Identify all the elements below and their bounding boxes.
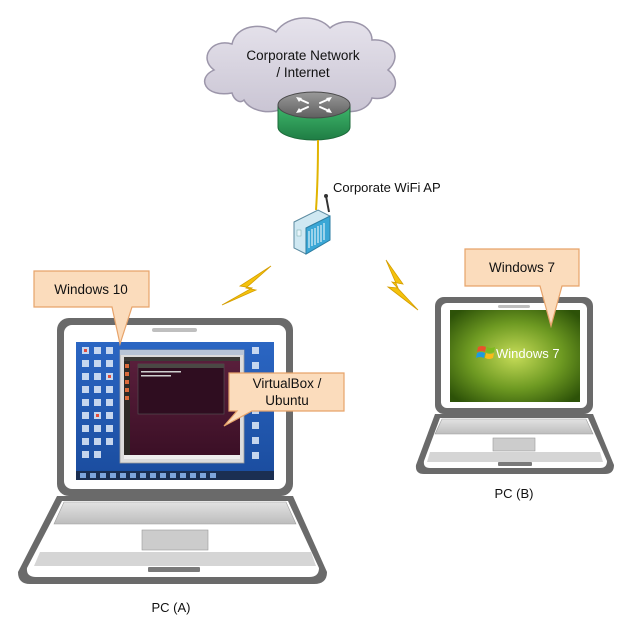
windows-7-screen: Windows 7 (450, 310, 580, 402)
virtualbox-ubuntu-callout: VirtualBox / Ubuntu (223, 372, 345, 427)
ethernet-cable (315, 139, 319, 211)
windows-logo-icon (476, 346, 495, 359)
windows-7-callout: Windows 7 (464, 248, 580, 329)
cloud-label-line2: / Internet (276, 65, 330, 80)
laptop-a (18, 318, 327, 584)
cloud-label-line1: Corporate Network (246, 48, 360, 63)
virtualbox-callout-line2: Ubuntu (265, 393, 309, 408)
wifi-ap-label: Corporate WiFi AP (333, 180, 441, 195)
router-icon (277, 91, 351, 141)
pc-a-label: PC (A) (152, 600, 191, 615)
wireless-signal-right-icon (385, 259, 419, 311)
windows-10-callout-text: Windows 10 (54, 282, 128, 297)
wifi-access-point-icon (293, 194, 331, 255)
windows-10-screen (76, 342, 274, 480)
laptop-b: Windows 7 (415, 297, 614, 474)
cloud: Corporate Network / Internet (203, 17, 396, 116)
virtualbox-window (119, 349, 245, 464)
windows-7-screen-logo: Windows 7 (496, 346, 560, 361)
virtualbox-callout-line1: VirtualBox / (253, 376, 322, 391)
windows-10-callout: Windows 10 (33, 270, 150, 347)
pc-b-label: PC (B) (495, 486, 534, 501)
wireless-signal-left-icon (221, 265, 272, 306)
windows-7-callout-text: Windows 7 (489, 260, 555, 275)
